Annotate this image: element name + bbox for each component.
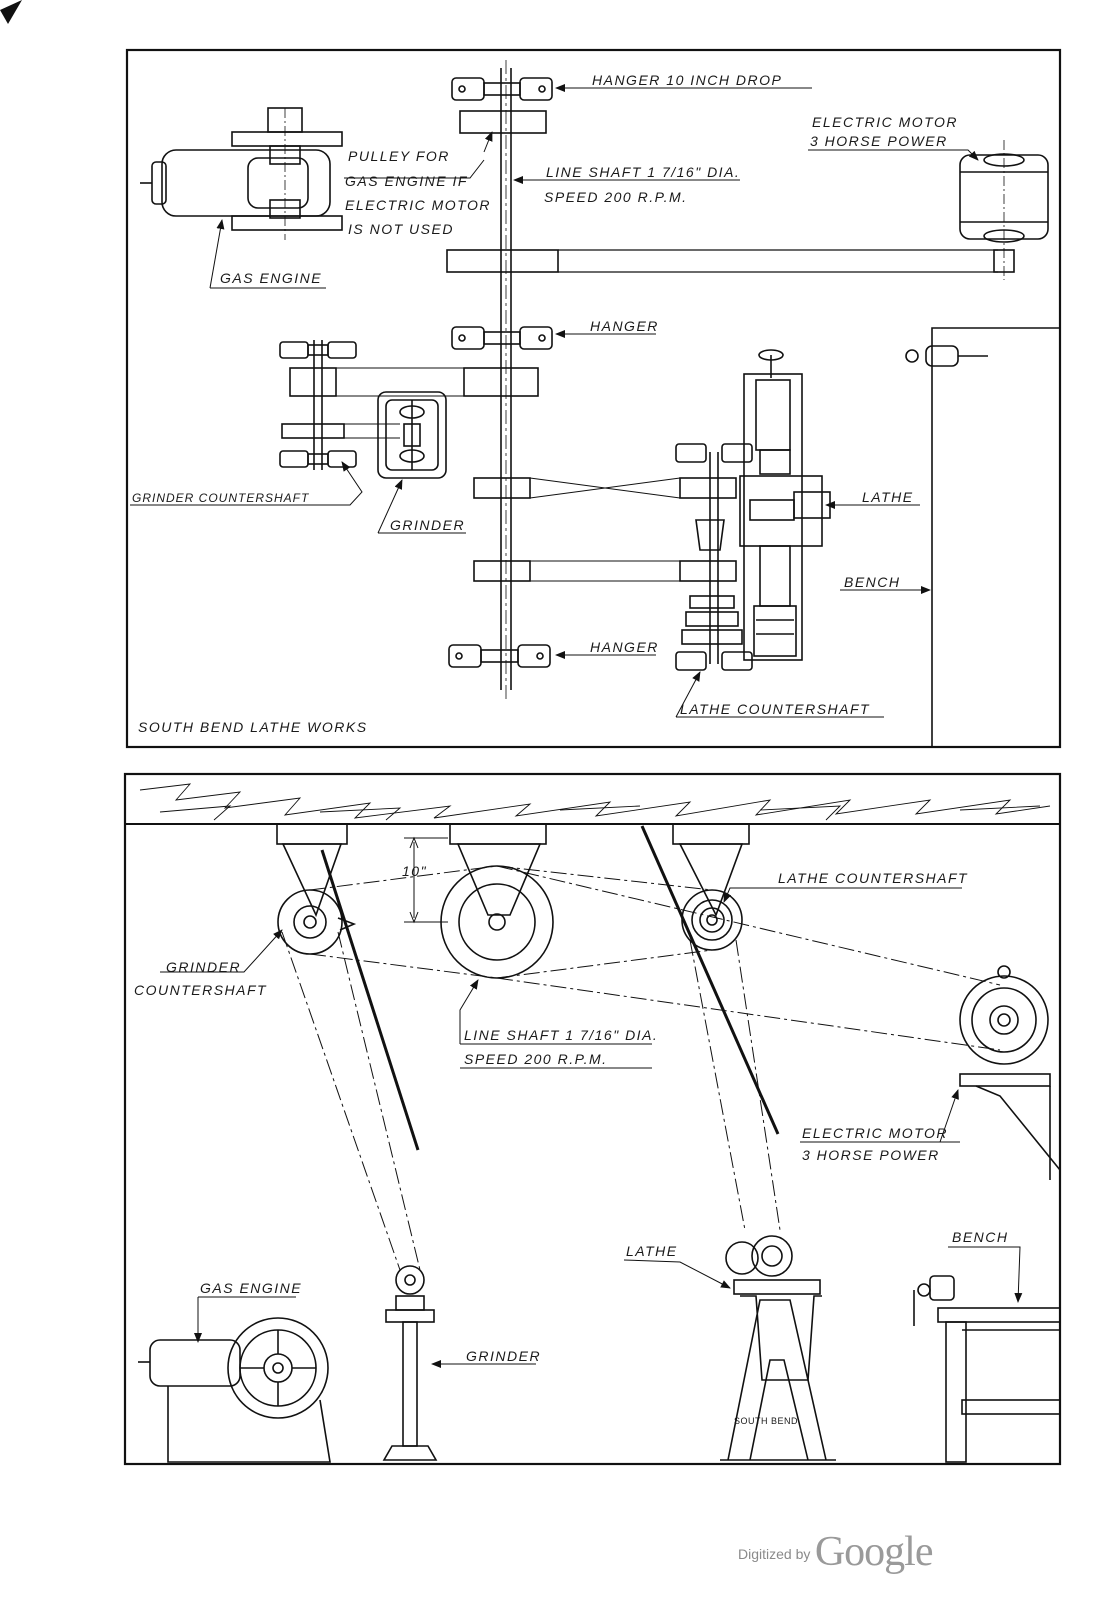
plan-labels: HANGER 10 INCH DROP ELECTRIC MOTOR 3 HOR…	[132, 72, 958, 735]
grinder-shifter-rod	[320, 849, 420, 1151]
label-grinder-1-elev: GRINDER	[166, 959, 241, 975]
ceiling-beam	[124, 773, 1061, 825]
label-works-name: SOUTH BEND LATHE WORKS	[138, 719, 368, 735]
plan-hanger-middle	[451, 326, 553, 350]
elev-lathe	[720, 1235, 836, 1461]
plan-lathe-countershaft	[675, 443, 753, 671]
elev-line-shaft-pulley	[440, 865, 554, 979]
label-line-shaft-plan: LINE SHAFT 1 7/16" DIA.	[546, 164, 740, 180]
plan-grinder	[377, 391, 447, 479]
elev-grinder	[382, 1265, 438, 1461]
google-logo-text: Google	[814, 1529, 934, 1575]
plan-view-panel	[125, 48, 1062, 749]
scan-corner-mark	[0, 0, 22, 24]
plan-lathe-belts	[529, 477, 681, 582]
label-grinder-plan: GRINDER	[390, 517, 465, 533]
elev-bench	[913, 1275, 1061, 1463]
plan-grinder-drive-pulley	[463, 367, 539, 397]
plan-bench	[905, 327, 1060, 747]
label-pulley-line-4: IS NOT USED	[348, 221, 454, 237]
label-south-bend-stand: SOUTH BEND	[734, 1416, 798, 1426]
plan-hanger-bottom	[448, 644, 551, 668]
label-bench-plan: BENCH	[844, 574, 901, 590]
elevation-leaders	[160, 887, 1023, 1368]
label-grinder-countershaft-plan: GRINDER COUNTERSHAFT	[132, 491, 310, 505]
digitized-by-text: Digitized by	[738, 1546, 811, 1562]
plan-engine-pulley	[459, 110, 547, 134]
elev-gas-engine	[138, 1317, 331, 1463]
elevation-labels: 10" LATHE COUNTERSHAFT GRINDER COUNTERSH…	[134, 863, 1009, 1426]
label-grinder-2-elev: COUNTERSHAFT	[134, 982, 267, 998]
label-electric-motor-elev: ELECTRIC MOTOR	[802, 1125, 948, 1141]
label-hanger-bottom: HANGER	[590, 639, 659, 655]
digitized-by-google-watermark: Digitized by Google	[738, 1528, 934, 1576]
plan-line-shaft	[500, 60, 512, 700]
label-hanger-10-inch-drop: HANGER 10 INCH DROP	[592, 72, 782, 88]
label-speed-plan: SPEED 200 R.P.M.	[544, 189, 688, 205]
elev-lathe-countershaft	[681, 889, 743, 951]
plan-leaders	[130, 84, 979, 718]
label-lathe-elev: LATHE	[626, 1243, 678, 1259]
plan-motor-belt	[558, 249, 998, 273]
dimension-10-inch	[404, 836, 448, 924]
label-gas-engine-plan: GAS ENGINE	[220, 270, 322, 286]
plan-motor-pulley	[446, 249, 559, 273]
plan-view-border	[125, 48, 1062, 749]
label-gas-engine-elev: GAS ENGINE	[200, 1280, 302, 1296]
plan-lathe	[739, 349, 831, 661]
label-hanger-middle: HANGER	[590, 318, 659, 334]
elev-grinder-countershaft	[277, 889, 357, 955]
elevation-hangers	[276, 823, 750, 918]
elevation-view-panel	[123, 772, 1062, 1466]
elevation-belts	[281, 865, 1001, 1271]
plan-grinder-countershaft	[279, 340, 464, 470]
label-pulley-line-1: PULLEY FOR	[348, 148, 450, 164]
plan-lathe-drive-pulley-1	[473, 477, 531, 499]
label-lathe-countershaft-plan: LATHE COUNTERSHAFT	[680, 701, 870, 717]
label-pulley-line-2: GAS ENGINE IF	[345, 173, 468, 189]
plan-electric-motor	[959, 140, 1049, 280]
label-three-hp-elev: 3 HORSE POWER	[802, 1147, 940, 1163]
elev-electric-motor	[959, 965, 1061, 1180]
label-electric-motor-plan: ELECTRIC MOTOR	[812, 114, 958, 130]
plan-hanger-top	[451, 77, 553, 101]
lathe-shifter-rod	[640, 825, 780, 1135]
label-lathe-countershaft-elev: LATHE COUNTERSHAFT	[778, 870, 968, 886]
label-grinder-elev: GRINDER	[466, 1348, 541, 1364]
label-ten-inch: 10"	[402, 863, 427, 879]
label-bench-elev: BENCH	[952, 1229, 1009, 1245]
plan-gas-engine	[140, 107, 343, 240]
label-three-hp-plan: 3 HORSE POWER	[810, 133, 948, 149]
label-speed-elev: SPEED 200 R.P.M.	[464, 1051, 608, 1067]
plan-lathe-drive-pulley-2	[473, 560, 531, 582]
label-pulley-line-3: ELECTRIC MOTOR	[345, 197, 491, 213]
label-line-shaft-elev: LINE SHAFT 1 7/16" DIA.	[464, 1027, 658, 1043]
label-lathe-plan: LATHE	[862, 489, 914, 505]
